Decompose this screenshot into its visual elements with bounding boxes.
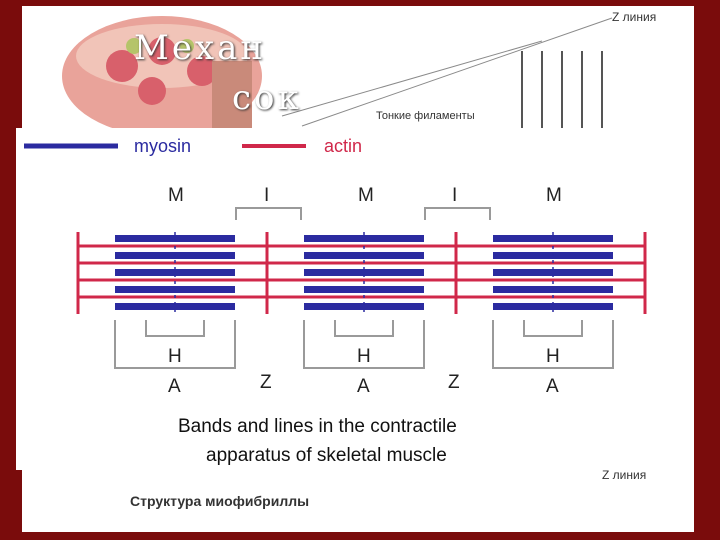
z-line-label-top: Z линия [612, 10, 657, 24]
myosin-legend-label: myosin [134, 136, 191, 156]
i-band-label: I [452, 185, 457, 206]
slide-title-line-2: сок [232, 78, 302, 118]
z-line-label: Z [260, 372, 272, 393]
myosin-filament [493, 269, 613, 276]
myosin-filament [304, 235, 424, 242]
myofibril-caption: Структура миофибриллы [130, 493, 310, 509]
connective-tissue [180, 39, 194, 53]
m-line-label: M [168, 185, 184, 206]
a-band-label: A [357, 376, 370, 397]
h-zone-bracket [334, 320, 394, 337]
m-line-label: M [358, 185, 374, 206]
sarcomere-diagram: myosin actin M I M I M [24, 136, 647, 466]
myosin-filament [304, 303, 424, 310]
h-zone-bracket [145, 320, 205, 337]
a-band-bracket [492, 320, 614, 369]
m-line-label: M [546, 185, 562, 206]
thin-filaments-label: Тонкие филаменты [376, 110, 475, 122]
a-band-bracket [114, 320, 236, 369]
actin-overlap-segments [78, 244, 645, 282]
fibril-column [212, 61, 252, 131]
fibril-section [138, 77, 166, 105]
myosin-filament [493, 235, 613, 242]
myosin-filament [115, 269, 235, 276]
myosin-filament [115, 303, 235, 310]
h-zone-bracket [523, 320, 583, 337]
h-zone-label: H [546, 346, 560, 367]
muscle-fiber-illustration [62, 16, 613, 136]
i-band-bracket [235, 207, 302, 220]
myosin-filament [304, 269, 424, 276]
h-zone-label: H [168, 346, 182, 367]
caption-line-2: apparatus of skeletal muscle [206, 445, 447, 466]
fibril-section [187, 56, 217, 86]
connective-tissue [126, 38, 142, 54]
z-line-label: Z [448, 372, 460, 393]
i-band-bracket [424, 207, 491, 220]
fibril-section [106, 50, 138, 82]
i-band-label: I [264, 185, 269, 206]
zoom-line [281, 40, 543, 117]
caption-line-1: Bands and lines in the contractile [178, 416, 457, 437]
a-band-label: A [546, 376, 559, 397]
sarcomere-diagram-panel: myosin actin M I M I M [16, 128, 688, 470]
myosin-filament [493, 303, 613, 310]
myosin-filament [115, 235, 235, 242]
a-band-label: A [168, 376, 181, 397]
actin-legend-label: actin [324, 136, 362, 156]
fibril-section [148, 37, 176, 65]
zoom-line [301, 17, 613, 127]
slide-title-line-1: Механ [134, 28, 267, 68]
z-line-label-bottom: Z линия [602, 468, 647, 482]
a-band-bracket [303, 320, 425, 369]
h-zone-label: H [357, 346, 371, 367]
